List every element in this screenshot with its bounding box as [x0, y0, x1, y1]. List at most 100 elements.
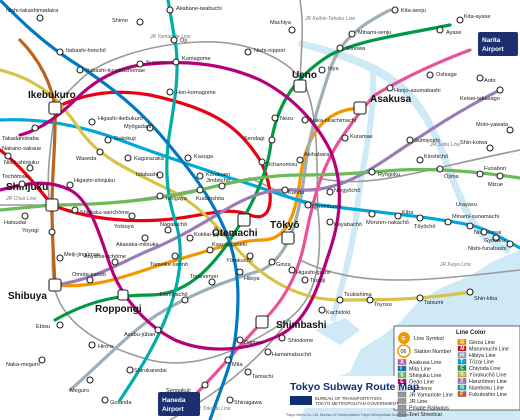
station-higashi-ginza[interactable]: Higashi-ginza [288, 266, 331, 276]
station-ebisu[interactable]: Ebisu [36, 321, 64, 330]
station-ueno[interactable]: Ueno [292, 70, 317, 93]
station-jimbocho[interactable]: Jimbōchō [206, 178, 230, 190]
station-gyotoku[interactable]: Gyōtoku [484, 234, 505, 244]
station-kachidoki[interactable]: Kachidoki [318, 306, 350, 316]
station-tochomae[interactable]: Tochōmae [2, 174, 28, 188]
station-kokkai-gijidomae[interactable]: Kokkai-gijidōmae [186, 232, 237, 242]
station-ojima[interactable]: Ōjima [436, 165, 459, 180]
station-monzen-nakacho[interactable]: Monzen-nakachō [366, 210, 409, 226]
station-oji[interactable]: Ōji [170, 36, 187, 44]
station-moto-yawata[interactable]: Moto-yawata [476, 122, 514, 134]
station-tatsumi[interactable]: Tatsumi [416, 294, 443, 306]
station-takadanobaba[interactable]: Takadanobaba [2, 124, 40, 142]
station-oshiage[interactable]: Oshiage [426, 71, 457, 79]
station-sugamo[interactable]: Sugamo [136, 60, 167, 68]
station-yotsuya[interactable]: Yotsuya [114, 212, 136, 230]
station-machiya[interactable]: Machiya [270, 20, 296, 34]
station-nishi-funabashi[interactable]: Nishi-funabashi [468, 240, 514, 252]
station-iidabashi[interactable]: Iidabashi [136, 171, 164, 179]
station-kita-senju[interactable]: Kita-senju [391, 6, 426, 14]
station-shiodome[interactable]: Shiodome [278, 334, 313, 344]
station-minami-sunamachi[interactable]: Minami-sunamachi [444, 214, 499, 226]
station-sumiyoshi[interactable]: Sumiyoshi [406, 136, 440, 144]
station-minowa[interactable]: Minowa [336, 44, 366, 52]
station-shirokanedai[interactable]: Shirokanedai [126, 366, 167, 374]
oedo-line[interactable] [0, 61, 342, 351]
station-ochanomizu[interactable]: Ochanomizu [258, 158, 297, 168]
station-hibiya[interactable]: Hibiya [236, 268, 260, 282]
station-shibuya[interactable]: Shibuya [8, 278, 62, 302]
station-ikebukuro[interactable]: Ikebukuro [28, 90, 76, 115]
station-nezu[interactable]: Nezu [271, 114, 293, 122]
station-gotanda[interactable]: Gotanda [101, 396, 132, 406]
station-shin-kiba[interactable]: Shin-kiba [466, 288, 498, 302]
station-itabashi-kuyakushomae[interactable]: Itabashi-kuyakushomae [76, 66, 145, 74]
station-kasuga[interactable]: Kasuga [184, 154, 214, 162]
station-yurakucho[interactable]: Yūrakuchō [226, 252, 254, 264]
station-higashi-shinjuku[interactable]: Higashi-shinjuku [66, 178, 115, 189]
station-kinshicho[interactable]: Kinshichō [416, 154, 448, 164]
station-ayase[interactable]: Ayase [436, 26, 461, 36]
station-kayabacho[interactable]: Kayabachō [326, 218, 362, 228]
station-nishi-shinjuku[interactable]: Nishi-shinjuku [4, 160, 39, 172]
station-hiro-o[interactable]: Hiro-o [88, 341, 113, 350]
station-tameike-sanno[interactable]: Tameike-sannō [150, 252, 188, 268]
station-toranomon[interactable]: Toranomon [190, 274, 218, 286]
station-tsukishima[interactable]: Tsukishima [336, 292, 373, 304]
station-kanda[interactable]: Kanda [281, 186, 305, 196]
station-kamiyacho[interactable]: Kamiyachō [160, 292, 189, 304]
station-funabori[interactable]: Funabori [476, 166, 506, 178]
station-hamamatsucho[interactable]: Hamamatsuchō [264, 348, 311, 358]
station-gokokuji[interactable]: Gokokuji [104, 136, 136, 144]
station-mizue[interactable]: Mizue [488, 172, 504, 188]
hanzomon-line[interactable] [53, 88, 502, 287]
station-kita-ayase[interactable]: Kita-ayase [456, 14, 490, 24]
station-meiji-jingumae[interactable]: Meiji-jingūmae [56, 252, 100, 262]
station-iriya[interactable]: Iriya [318, 66, 339, 74]
station-ichigaya[interactable]: Ichigaya [156, 192, 188, 202]
station-aoyama-itchome[interactable]: Aoyama-itchōme [84, 254, 126, 266]
station-daimon[interactable]: Daimon [236, 336, 263, 346]
station-kagurazaka[interactable]: Kagurazaka [124, 154, 165, 162]
chiyoda-line[interactable] [53, 23, 452, 322]
station-urayasu[interactable]: Urayasu [456, 202, 488, 236]
station-shimo[interactable]: Shimo [112, 18, 144, 26]
station-naka-okachimachi[interactable]: Naka-okachimachi [301, 116, 356, 124]
station-otemachi[interactable]: Ōtemachi [212, 213, 258, 239]
station-akasaka-mitsuke[interactable]: Akasaka-mitsuke [116, 234, 159, 248]
station-tamachi[interactable]: Tamachi [244, 368, 273, 380]
narita-airport[interactable]: Narita Airport [478, 32, 518, 56]
station-azabu-juban[interactable]: Azabu-jūban [124, 326, 162, 338]
station-nihombashi[interactable]: Nihombashi [304, 201, 342, 210]
station-meguro[interactable]: Meguro [70, 376, 94, 394]
station-shin-koiwa[interactable]: Shin-koiwa [460, 140, 494, 152]
station-omote-sando[interactable]: Omote-sandō [72, 272, 106, 284]
station-naka-meguro[interactable]: Naka-meguro [6, 356, 46, 368]
fukutoshin-line[interactable] [18, 38, 57, 287]
station-higashi-ikebukuro[interactable]: Higashi-ikebukuro [88, 116, 143, 126]
station-mita[interactable]: Mita [224, 356, 243, 368]
station-toyosu[interactable]: Toyosu [366, 296, 392, 308]
station-kiba[interactable]: Kiba [394, 210, 414, 220]
station-honjo-azumabashi[interactable]: Honjo-azumabashi [386, 84, 441, 94]
station-sendagi[interactable]: Sendagi [244, 136, 276, 144]
station-hatsudai[interactable]: Hatsudai [4, 212, 29, 226]
station-kuramae[interactable]: Kuramae [341, 134, 373, 142]
station-ginza[interactable]: Ginza [268, 258, 292, 268]
station-korakuen[interactable]: Kōrakuen [196, 172, 230, 180]
mita-line[interactable] [0, 0, 240, 420]
station-akabane-iwabuchi[interactable]: Akabane-iwabuchi [166, 6, 222, 14]
station-toyocho[interactable]: Tōyōchō [414, 214, 435, 230]
station-keisei-takasago[interactable]: Keisei-takasago [460, 86, 504, 102]
station-nishi-kasai[interactable]: Nishi-kasai [466, 222, 501, 236]
station-shimbashi[interactable]: Shimbashi [255, 315, 327, 331]
station-ryogoku[interactable]: Ryōgoku [368, 168, 400, 178]
station-waseda[interactable]: Waseda [76, 148, 104, 162]
shinjuku-line[interactable] [0, 167, 520, 212]
station-itabashi-honcho[interactable]: Itabashi-honchō [56, 48, 106, 56]
yurakucho-line[interactable] [0, 68, 472, 302]
station-shinjuku-sanchome[interactable]: Shinjuku-sanchōme [71, 206, 129, 216]
station-roppongi[interactable]: Roppongi [95, 289, 142, 315]
station-ningyocho[interactable]: Ningyōchō [326, 188, 360, 196]
station-nakano-sakaue[interactable]: Nakano-sakaue [2, 146, 41, 160]
